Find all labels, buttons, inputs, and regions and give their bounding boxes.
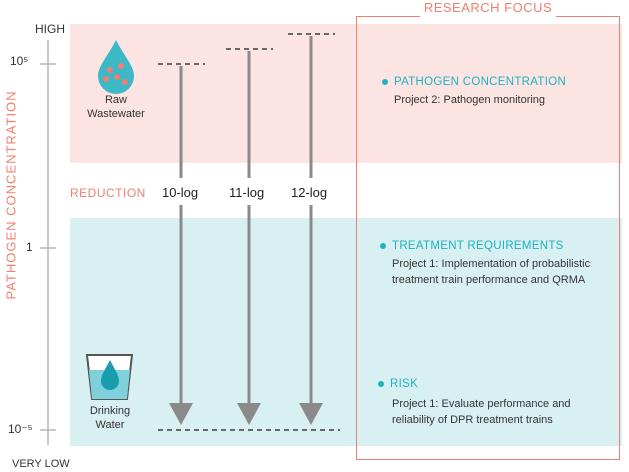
- arrowhead-12-log: [299, 403, 323, 425]
- drinking-label-line2: Water: [95, 419, 125, 431]
- drinking-label-line1: Drinking: [89, 405, 131, 417]
- tick-label-1: 1: [26, 240, 33, 254]
- high-concentration-band: [70, 24, 622, 163]
- tick-label-10e5: 10⁵: [10, 54, 29, 68]
- focus-topic-risk-text: RISK: [390, 378, 419, 390]
- raw-label-line2: Wastewater: [87, 108, 145, 120]
- focus-project-pathogen: Project 2: Pathogen monitoring: [394, 94, 546, 106]
- low-concentration-band: [70, 218, 622, 446]
- focus-topic-risk: RISK: [378, 378, 613, 390]
- arrowhead-10-log: [169, 403, 193, 425]
- reduction-10-log: 10-log: [162, 185, 199, 200]
- axis-very-low-label: VERY LOW: [12, 458, 70, 470]
- arrowhead-11-log: [237, 403, 261, 425]
- drinking-water-label: Drinking Water: [74, 404, 146, 432]
- reduction-label: REDUCTION: [70, 186, 146, 200]
- reduction-11-log: 11-log: [229, 185, 265, 200]
- bullet-dot-icon: [378, 381, 384, 387]
- focus-topic-treatment: TREATMENT REQUIREMENTS: [380, 240, 615, 252]
- research-focus-title-background: [420, 0, 556, 18]
- focus-item-pathogen: PATHOGEN CONCENTRATION Project 2: Pathog…: [382, 76, 612, 108]
- bullet-dot-icon: [380, 243, 386, 249]
- raw-label-line1: Raw: [104, 94, 127, 106]
- focus-topic-pathogen: PATHOGEN CONCENTRATION: [382, 76, 612, 88]
- focus-item-treatment: TREATMENT REQUIREMENTS Project 1: Implem…: [380, 240, 615, 288]
- drinking-glass-icon: [85, 354, 134, 400]
- focus-item-risk: RISK Project 1: Evaluate performance and…: [378, 378, 613, 428]
- focus-topic-treatment-text: TREATMENT REQUIREMENTS: [392, 240, 564, 252]
- focus-project-treatment-line1: Project 1: Implementation of probabilist…: [392, 258, 591, 270]
- research-focus-title: RESEARCH FOCUS: [423, 0, 553, 15]
- reduction-12-log: 12-log: [291, 185, 328, 200]
- focus-topic-pathogen-text: PATHOGEN CONCENTRATION: [394, 76, 567, 88]
- bullet-dot-icon: [382, 79, 388, 85]
- raw-wastewater-label: Raw Wastewater: [80, 93, 152, 121]
- axis-high-label: HIGH: [35, 22, 65, 36]
- wastewater-drop-icon: [98, 40, 134, 94]
- focus-project-risk-line1: Project 1: Evaluate performance and: [392, 398, 571, 410]
- focus-project-treatment-line2: treatment train performance and QRMA: [392, 274, 586, 286]
- focus-project-risk-line2: reliability of DPR treatment trains: [392, 414, 553, 426]
- tick-label-10e-5: 10⁻⁵: [8, 422, 33, 436]
